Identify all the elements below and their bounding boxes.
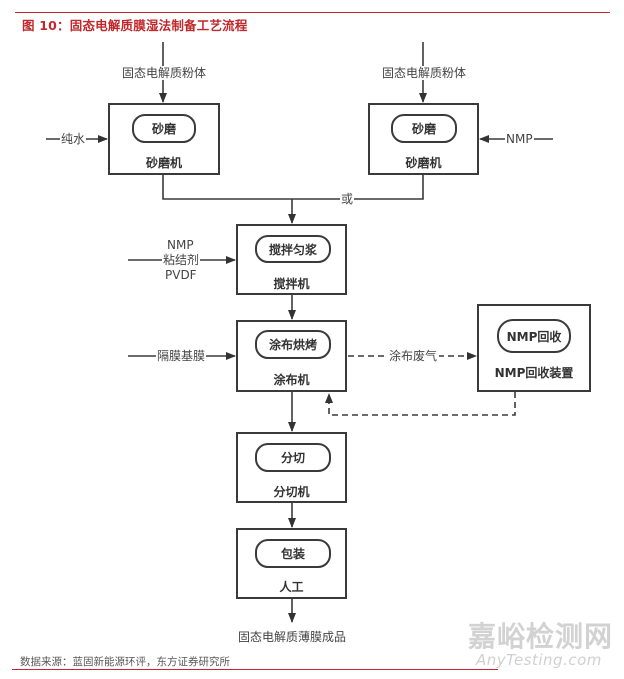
label-binder-nmp: NMP (167, 238, 194, 252)
arrow-nmp-return (325, 392, 516, 416)
watermark-cn: 嘉峪检测网 (468, 620, 614, 653)
label-separator: 隔膜基膜 (156, 349, 207, 363)
node-mill-left: 砂磨 砂磨机 (108, 103, 220, 175)
equipment-label: 涂布机 (273, 373, 310, 387)
label-or: 或 (340, 192, 355, 206)
equipment-label: 搅拌机 (273, 277, 310, 291)
figure-title: 图 10：固态电解质膜湿法制备工艺流程 (22, 18, 248, 33)
label-water: 纯水 (60, 132, 87, 146)
node-nmp-recovery: NMP回收 NMP回收装置 (477, 304, 591, 392)
node-mill-right: 砂磨 砂磨机 (368, 103, 479, 175)
step-pill: 搅拌匀浆 (255, 235, 331, 263)
node-mixer: 搅拌匀浆 搅拌机 (236, 224, 347, 295)
label-powder-right: 固态电解质粉体 (382, 66, 467, 80)
equipment-label: NMP回收装置 (494, 366, 574, 380)
source-note: 数据来源：蓝固新能源环评，东方证券研究所 (20, 656, 230, 668)
line-mills-merge (162, 175, 424, 200)
title-rule (15, 12, 610, 13)
label-nmp: NMP (505, 132, 534, 146)
step-pill: 砂磨 (132, 114, 196, 143)
label-powder-left: 固态电解质粉体 (122, 66, 207, 80)
step-pill: 分切 (255, 443, 331, 472)
label-exhaust: 涂布废气 (387, 349, 440, 363)
step-pill: NMP回收 (497, 319, 571, 353)
label-binder-pvdf: PVDF (165, 268, 197, 282)
bottom-rule (12, 669, 498, 670)
equipment-label: 砂磨机 (145, 156, 182, 170)
equipment-label: 分切机 (273, 485, 310, 499)
step-pill: 包装 (255, 539, 331, 568)
step-pill: 涂布烘烤 (255, 330, 331, 359)
equipment-label: 人工 (279, 580, 304, 594)
watermark-en: AnyTesting.com (476, 651, 602, 669)
node-coater: 涂布烘烤 涂布机 (236, 320, 347, 392)
equipment-label: 砂磨机 (405, 156, 442, 170)
step-pill: 砂磨 (391, 114, 457, 143)
label-product: 固态电解质薄膜成品 (238, 630, 347, 644)
label-binder: 粘结剂 (162, 253, 201, 267)
node-packaging: 包装 人工 (236, 528, 347, 599)
node-slitter: 分切 分切机 (236, 432, 347, 503)
